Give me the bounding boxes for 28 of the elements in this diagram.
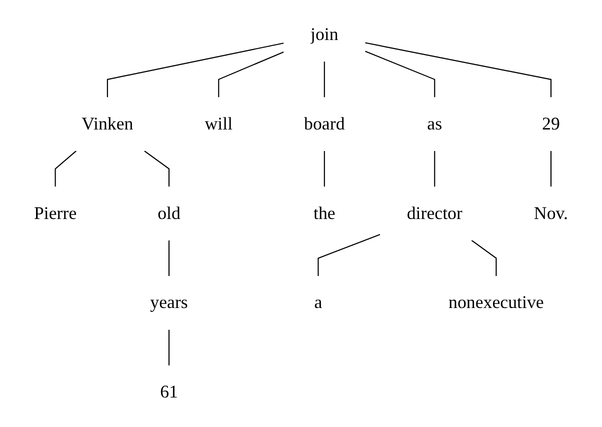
connector (318, 234, 380, 276)
node-text: Vinken (82, 114, 134, 134)
connector (324, 62, 325, 98)
connector (550, 150, 552, 187)
node-text: 29 (542, 114, 560, 134)
connector (434, 150, 436, 187)
connector (144, 150, 170, 187)
node-text: will (204, 114, 233, 134)
node-text: Nov. (534, 204, 568, 224)
connector (218, 51, 284, 98)
connector (365, 42, 552, 98)
connector (168, 330, 170, 366)
connector (106, 42, 284, 98)
node-text: director (406, 204, 462, 224)
node-text: nonexecutive (448, 293, 544, 313)
node-text: Pierre (34, 204, 77, 224)
connector (54, 150, 77, 187)
node-text: 61 (160, 382, 178, 402)
connector (471, 240, 497, 276)
node-text: a (314, 293, 322, 313)
connector (168, 240, 170, 276)
connector (364, 50, 436, 98)
node-text: as (427, 114, 442, 134)
node-text: the (313, 204, 336, 224)
node-text: old (158, 204, 180, 224)
node-text: board (304, 114, 345, 134)
node-text: years (150, 293, 188, 313)
connector (324, 150, 325, 187)
